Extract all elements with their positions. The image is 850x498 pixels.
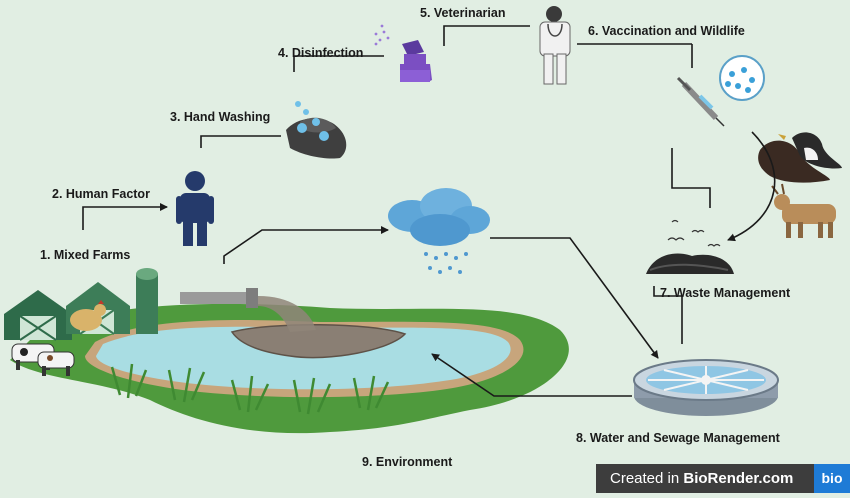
label-vaccination-wildlife: 6. Vaccination and Wildlife: [588, 24, 745, 38]
badge-prefix: Created in: [610, 470, 684, 487]
arrow-1-to-2: [82, 203, 168, 230]
outflow-pipe-icon: [180, 288, 316, 332]
label-mixed-farms: 1. Mixed Farms: [40, 248, 131, 262]
wildlife-birds-icon: [758, 132, 842, 183]
label-human-factor: 2. Human Factor: [52, 187, 150, 201]
connector-7-to-8: [653, 286, 683, 344]
badge-text: Created in BioRender.com: [610, 470, 793, 487]
arrow-treatment-to-environment: [431, 353, 632, 397]
virus-particles-icon: [719, 55, 765, 101]
label-water-sewage-management: 8. Water and Sewage Management: [576, 431, 780, 445]
hand-washing-icon: [286, 101, 347, 159]
waste-pile-icon: [646, 219, 734, 274]
reeds-icon: [110, 363, 390, 415]
rain-cloud-icon: [388, 188, 490, 274]
connector-3-to-4: [293, 55, 384, 72]
connector-4-to-5: [443, 25, 530, 46]
veterinarian-icon: [539, 6, 571, 85]
label-disinfection: 4. Disinfection: [278, 46, 364, 60]
syringe-icon: [676, 76, 725, 127]
arrow-pond-to-cloud: [223, 226, 389, 264]
connector-2-to-3: [200, 135, 281, 148]
arrow-wildlife-to-waste: [727, 131, 776, 242]
cows-icon: [11, 343, 75, 376]
arrow-cloud-to-treatment: [490, 237, 659, 359]
label-waste-management: 7. Waste Management: [660, 286, 791, 300]
flow-connectors: [82, 25, 776, 397]
sewage-treatment-tank-icon: [633, 359, 779, 416]
pond-environment-illustration: [10, 303, 569, 434]
connector-6-to-7: [671, 148, 711, 208]
spray-bottle-icon: [374, 24, 432, 82]
goat-icon: [771, 183, 836, 238]
biorender-badge[interactable]: Created in BioRender.com bio: [596, 464, 850, 493]
label-environment: 9. Environment: [362, 455, 453, 469]
biorender-logo-icon: bio: [814, 464, 850, 493]
badge-brand: BioRender.com: [683, 470, 794, 487]
label-hand-washing: 3. Hand Washing: [170, 110, 271, 124]
label-veterinarian: 5. Veterinarian: [420, 6, 506, 20]
human-person-icon: [176, 171, 214, 246]
chicken-icon: [70, 300, 106, 331]
